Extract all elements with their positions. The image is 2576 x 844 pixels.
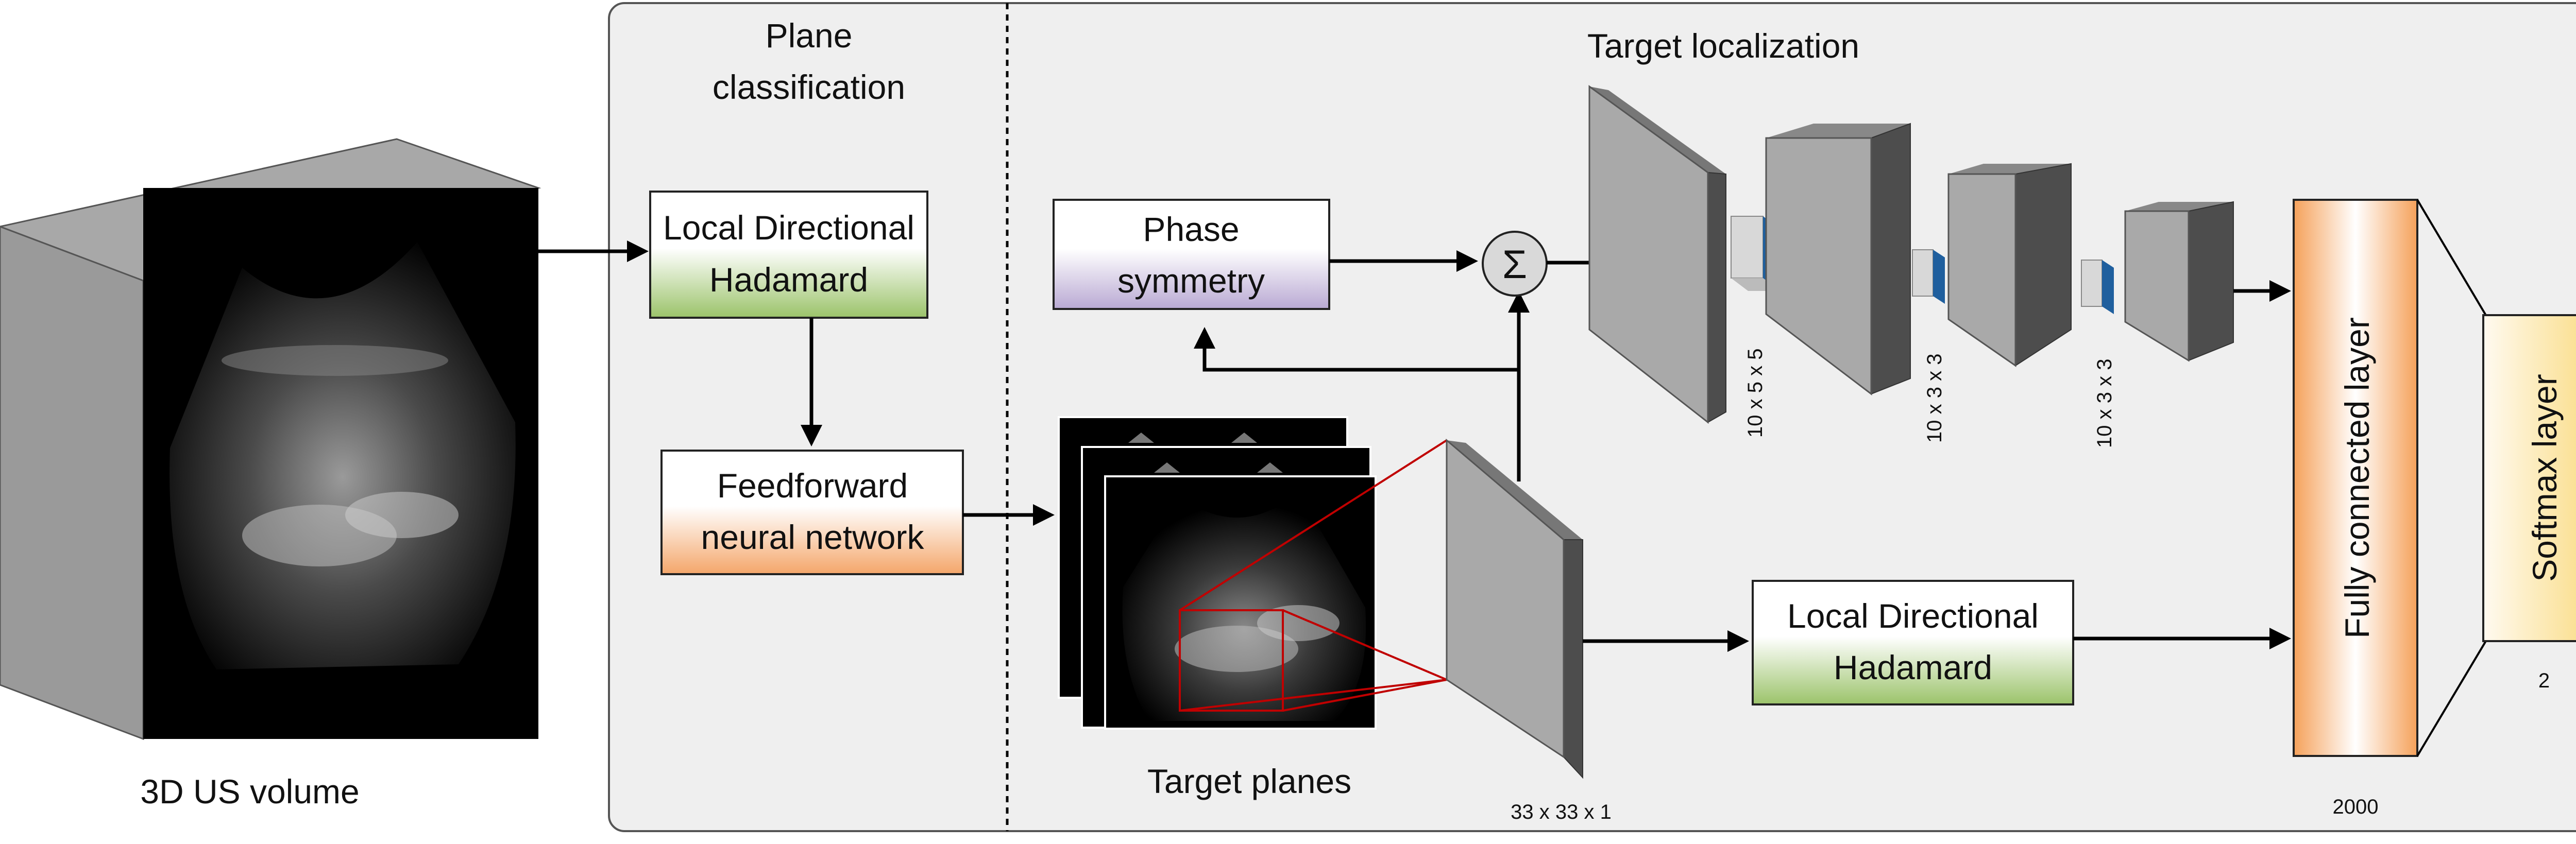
arrow-to-phase (1194, 327, 1519, 372)
cnn-slab-1 (1588, 85, 1726, 424)
target-planes-stack (1058, 416, 1377, 730)
phase-symmetry-box (1053, 199, 1330, 310)
kernel-1-label: 10 x 5 x 5 (1744, 349, 1767, 438)
fc-softmax-connector-bottom (2416, 640, 2487, 757)
fc-softmax-connector-top (2416, 199, 2487, 316)
kernel-cube-3 (2081, 260, 2114, 314)
us-volume-cube (0, 138, 541, 740)
softmax-size-label: 2 (2538, 669, 2550, 692)
fc-layer-box (2293, 199, 2418, 757)
ldh-top-box (649, 191, 928, 319)
kernel-cube-2 (1912, 249, 1945, 304)
ffnn-label-1: Feedforward (717, 467, 908, 505)
ldh-top-label-1: Local Directional (663, 209, 914, 247)
fc-size-label: 2000 (2333, 796, 2379, 818)
cnn-block-4 (2124, 201, 2234, 362)
patch-projection-lines (1179, 439, 1448, 712)
target-planes-label: Target planes (1147, 762, 1351, 800)
ldh-bottom-label-2: Hadamard (1834, 648, 1992, 686)
plane-classification-title-2: classification (713, 68, 905, 106)
softmax-layer-box (2482, 314, 2576, 642)
phase-label-1: Phase (1143, 210, 1239, 248)
cnn-block-3 (1947, 163, 2072, 367)
phase-label-2: symmetry (1117, 262, 1265, 300)
ldh-bottom-box (1752, 580, 2074, 705)
ffnn-box (660, 450, 964, 575)
ffnn-label-2: neural network (701, 518, 925, 556)
plane-classification-title-1: Plane (766, 16, 853, 55)
kernel-3-label: 10 x 3 x 3 (2093, 359, 2116, 448)
ldh-bottom-label-1: Local Directional (1787, 597, 2039, 635)
kernel-2-label: 10 x 3 x 3 (1923, 354, 1946, 443)
cnn-block-2 (1765, 123, 1911, 396)
input-patch-slab (1446, 438, 1583, 779)
fc-layer-label: Fully connected layer (2338, 317, 2376, 639)
target-localization-title: Target localization (1587, 27, 1859, 65)
ldh-top-label-2: Hadamard (709, 261, 868, 299)
volume-label: 3D US volume (140, 772, 360, 811)
softmax-layer-label: Softmax layer (2526, 374, 2564, 581)
sum-symbol: Σ (1502, 242, 1527, 287)
patch-size-label: 33 x 33 x 1 (1511, 801, 1612, 823)
